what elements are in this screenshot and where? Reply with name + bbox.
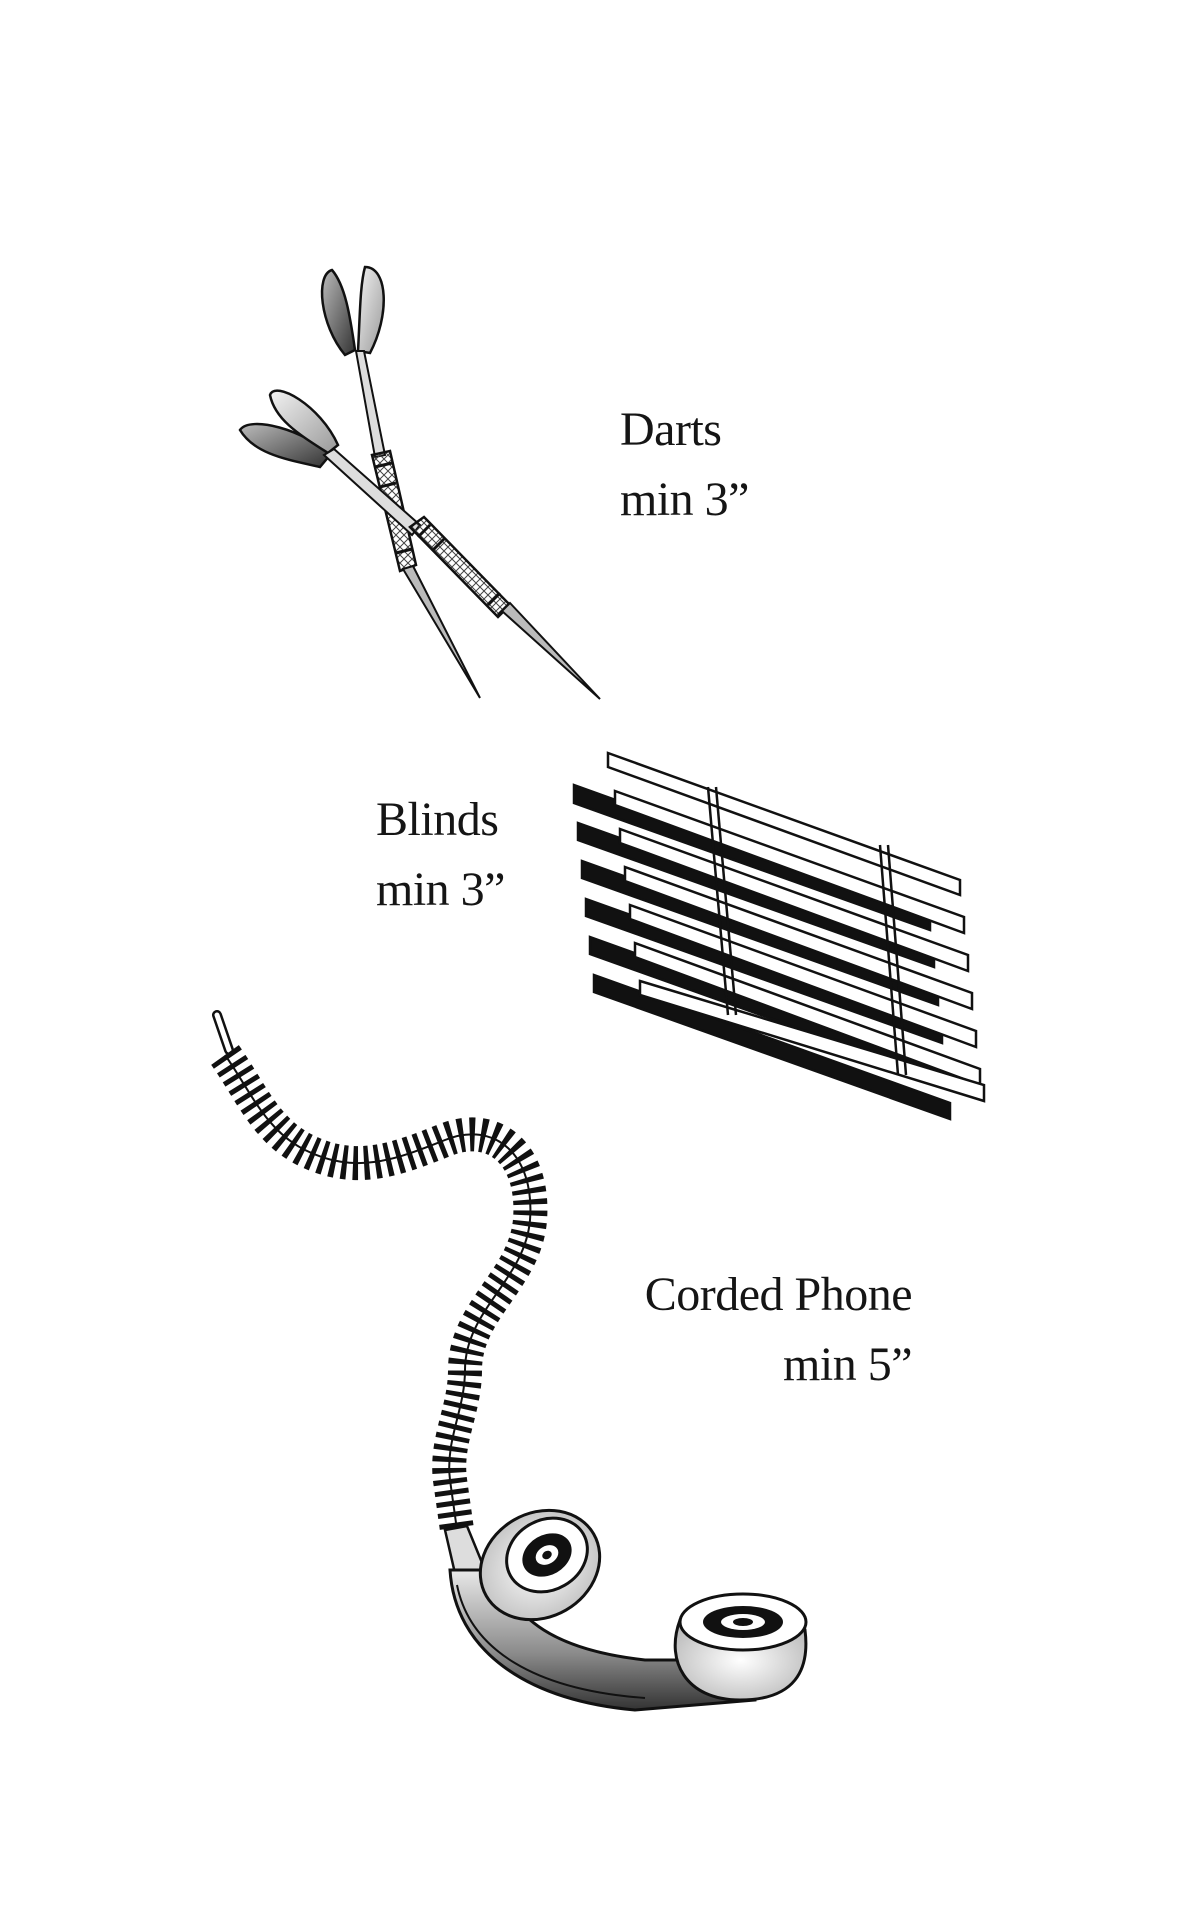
- blinds-title: Blinds: [376, 793, 499, 846]
- dart-upright: [320, 265, 481, 699]
- blind-slat: [606, 751, 962, 897]
- blind-slats: [572, 751, 986, 1121]
- blinds-size: min 3”: [376, 863, 505, 916]
- dart-diagonal: [238, 389, 601, 700]
- phone-handset-icon: [211, 1010, 808, 1712]
- darts-size: min 3”: [620, 473, 749, 526]
- blind-cords: [706, 786, 908, 1076]
- phone-size: min 5”: [783, 1338, 912, 1391]
- darts-icon: [238, 265, 601, 700]
- blinds-icon: [572, 751, 986, 1121]
- blind-slat: [572, 783, 966, 935]
- blinds-label: Blinds min 3”: [376, 785, 505, 925]
- darts-title: Darts: [620, 403, 722, 456]
- blind-slat: [580, 859, 974, 1011]
- phone-label: Corded Phone min 5”: [610, 1260, 913, 1400]
- darts-label: Darts min 3”: [620, 395, 749, 535]
- phone-handset: [443, 1508, 808, 1712]
- blind-slat: [576, 821, 970, 973]
- blind-slat: [584, 897, 978, 1049]
- phone-title: Corded Phone: [644, 1268, 913, 1321]
- phone-coiled-cord: [211, 1010, 548, 1533]
